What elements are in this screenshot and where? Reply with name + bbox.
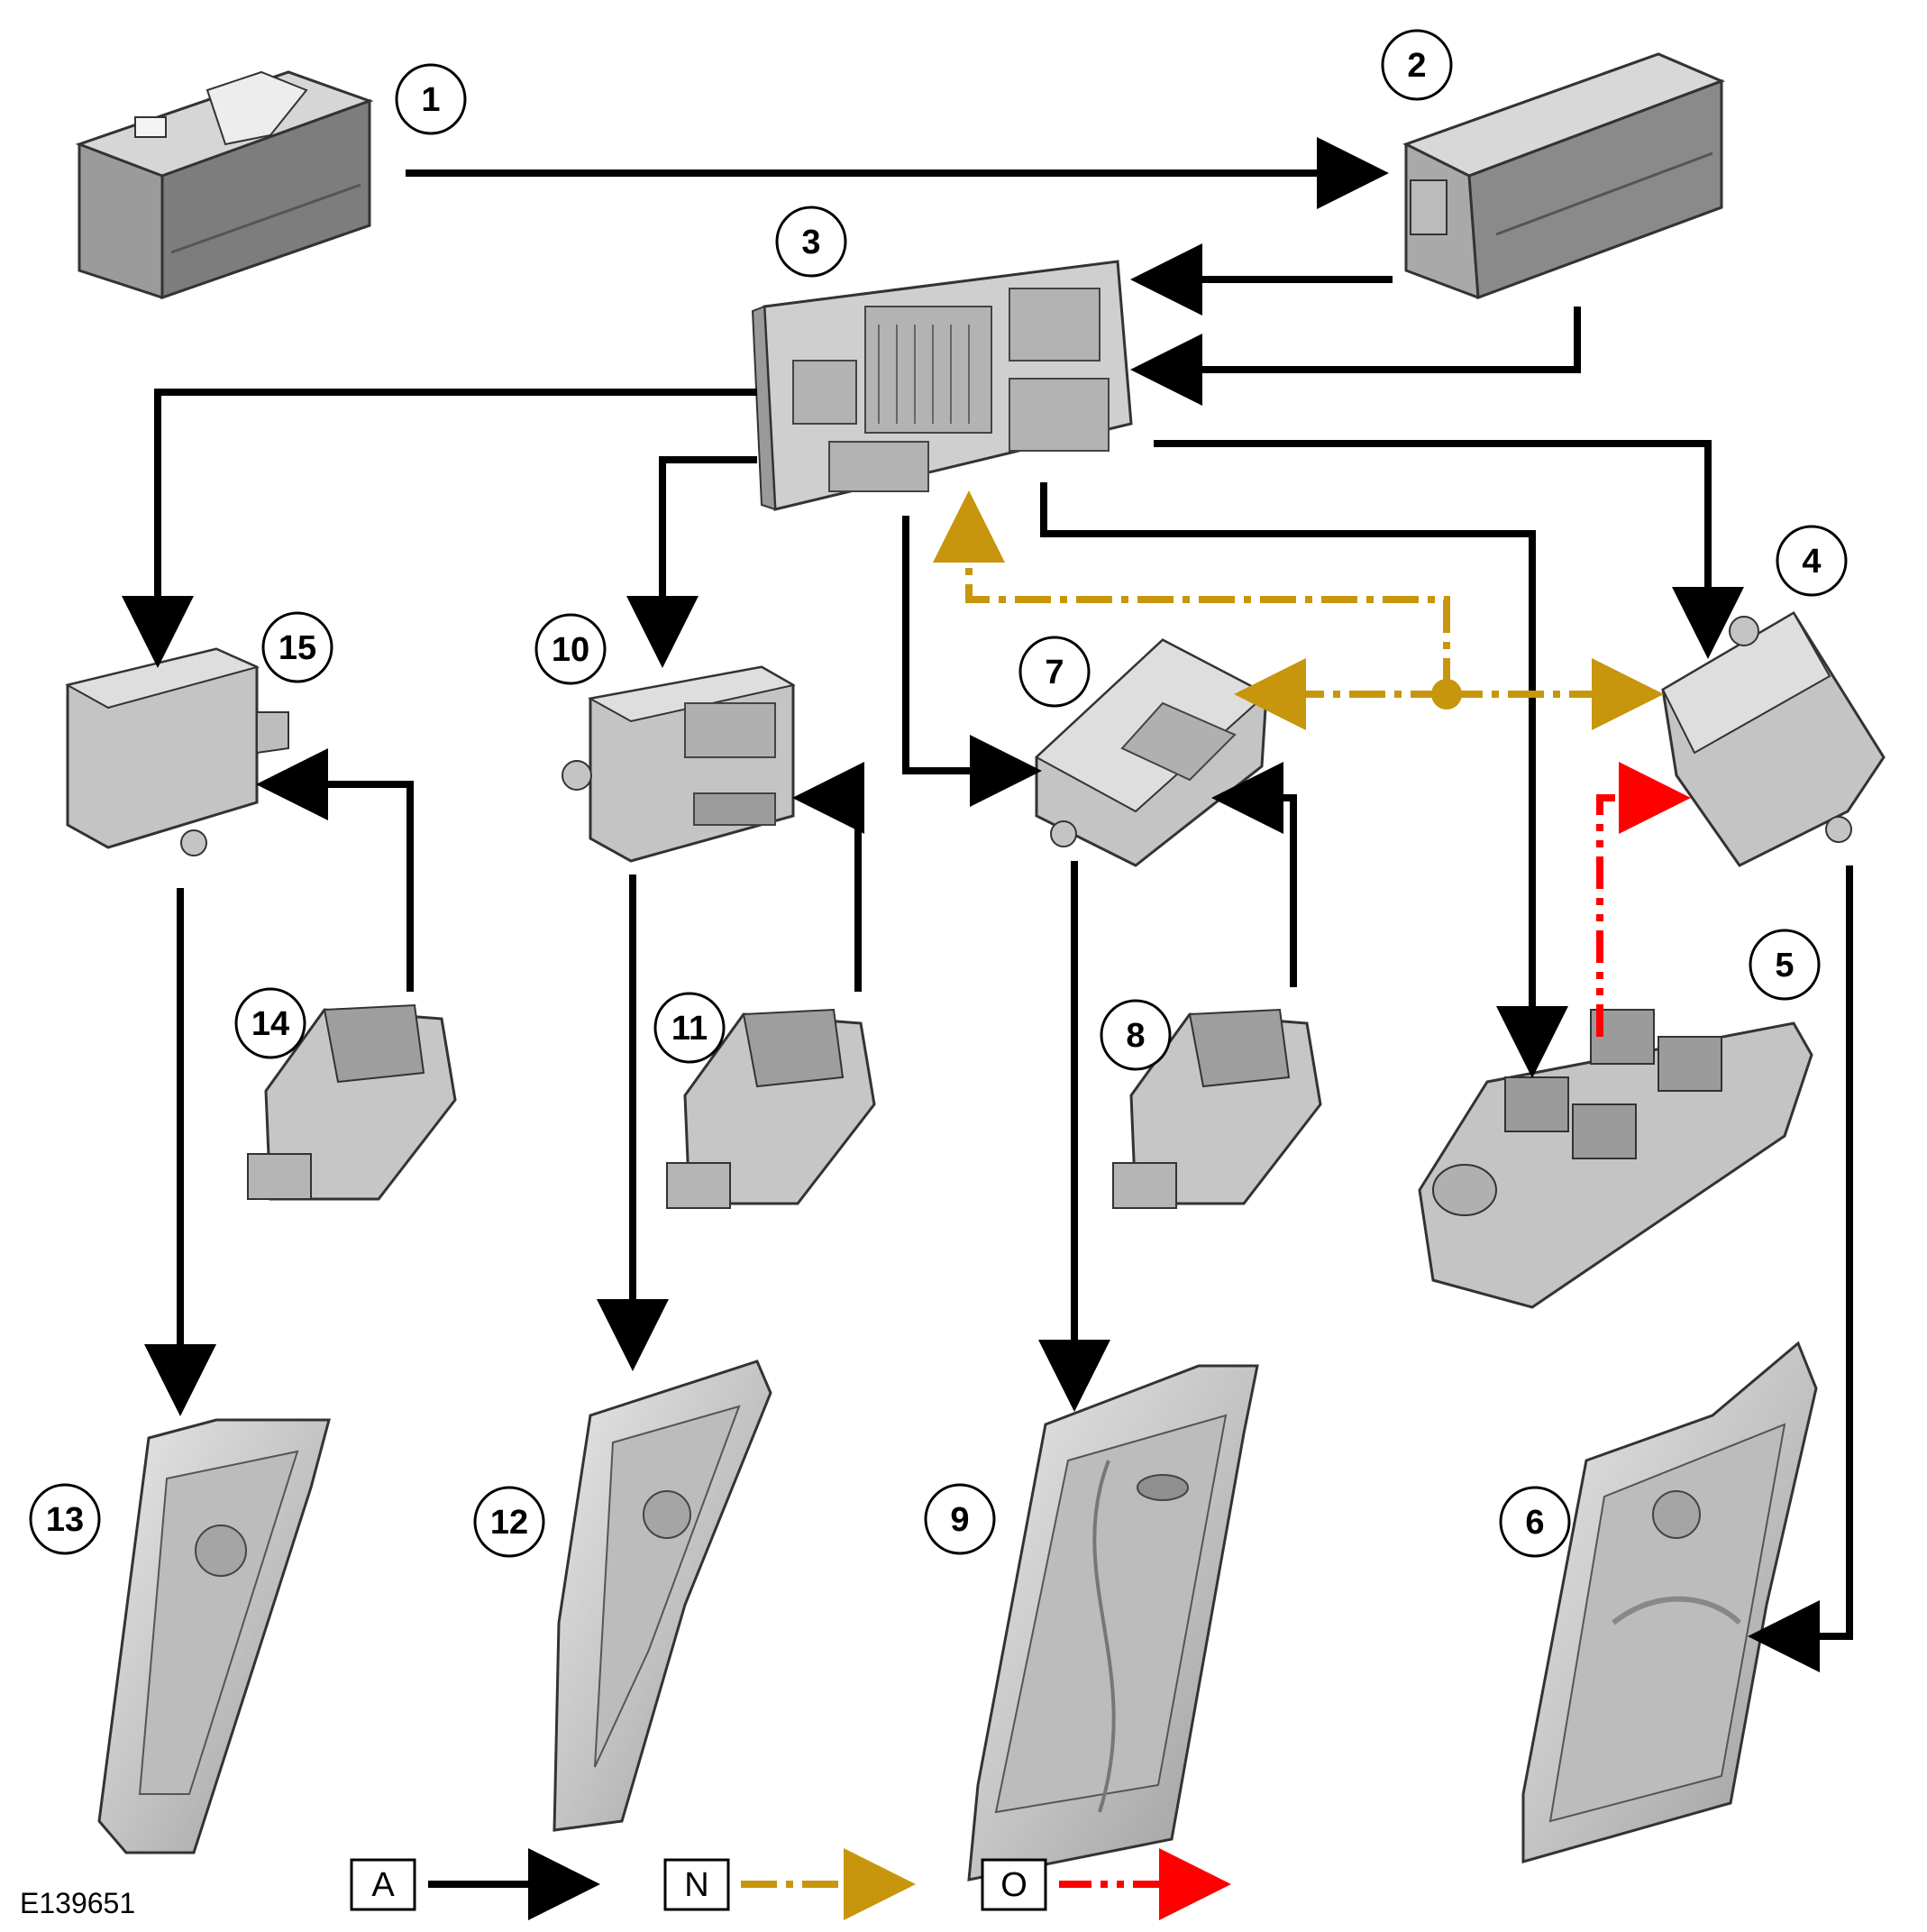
callout-circle bbox=[1749, 929, 1821, 1001]
link-n-bus-to-3 bbox=[933, 490, 1450, 694]
callout-circle bbox=[775, 206, 847, 278]
window-switch-icon bbox=[666, 1008, 876, 1209]
window-switch-icon bbox=[1112, 1008, 1322, 1209]
link-2-to-3-b bbox=[1130, 307, 1581, 406]
window-master-switch-icon bbox=[1418, 1009, 1813, 1309]
callout-4: 4 bbox=[1776, 525, 1848, 597]
callout-5: 5 bbox=[1749, 929, 1821, 1001]
callout-circle bbox=[234, 987, 306, 1059]
callout-7: 7 bbox=[1018, 636, 1091, 708]
callout-circle bbox=[534, 613, 607, 685]
callout-10: 10 bbox=[534, 613, 607, 685]
callout-circle bbox=[1499, 1486, 1571, 1558]
callout-number: 8 bbox=[1126, 1017, 1145, 1055]
window-regulator-icon bbox=[553, 1360, 772, 1832]
link-3-to-15 bbox=[122, 389, 757, 668]
callout-circle bbox=[261, 611, 333, 683]
door-module-icon bbox=[1035, 638, 1268, 867]
legend-item-o: O bbox=[981, 1848, 1231, 1920]
connections-o bbox=[1596, 762, 1691, 1037]
callout-circle bbox=[1776, 525, 1848, 597]
callout-6: 6 bbox=[1499, 1486, 1571, 1558]
legend-key-a: A bbox=[371, 1866, 395, 1904]
link-4-to-6 bbox=[1748, 865, 1853, 1672]
door-module-icon bbox=[1661, 610, 1886, 867]
power-distribution-box-icon bbox=[1402, 52, 1726, 300]
callout-number: 7 bbox=[1045, 654, 1064, 691]
callout-number: 5 bbox=[1775, 947, 1794, 984]
callout-number: 3 bbox=[801, 224, 820, 261]
callout-3: 3 bbox=[775, 206, 847, 278]
callout-circle bbox=[473, 1486, 545, 1558]
window-regulator-icon bbox=[97, 1418, 331, 1854]
connections-a bbox=[122, 137, 1853, 1672]
legend-key-n: N bbox=[684, 1866, 708, 1904]
callout-9: 9 bbox=[924, 1483, 996, 1555]
network-junction-dot bbox=[1431, 679, 1462, 710]
door-module-icon bbox=[562, 665, 796, 863]
door-module-icon bbox=[65, 647, 289, 856]
callout-number: 11 bbox=[671, 1010, 708, 1048]
callout-15: 15 bbox=[261, 611, 333, 683]
diagram-id: E139651 bbox=[20, 1887, 135, 1919]
callout-number: 2 bbox=[1407, 47, 1426, 85]
callout-circle bbox=[1381, 29, 1453, 101]
legend-item-a: A bbox=[350, 1848, 600, 1920]
callout-circle bbox=[395, 63, 467, 135]
callout-circle bbox=[924, 1483, 996, 1555]
legend-item-n: N bbox=[663, 1848, 916, 1920]
link-11-to-10 bbox=[792, 762, 864, 992]
link-14-to-15 bbox=[256, 748, 414, 992]
callout-circle bbox=[1100, 999, 1172, 1071]
callout-number: 6 bbox=[1525, 1504, 1544, 1542]
callout-12: 12 bbox=[473, 1486, 545, 1558]
link-5-to-4 bbox=[1596, 762, 1691, 1037]
callout-8: 8 bbox=[1100, 999, 1172, 1071]
callout-number: 4 bbox=[1802, 543, 1821, 581]
connections-n bbox=[933, 490, 1664, 730]
callout-1: 1 bbox=[395, 63, 467, 135]
callout-number: 12 bbox=[490, 1504, 528, 1542]
link-3-to-4 bbox=[1154, 440, 1744, 659]
callout-number: 10 bbox=[552, 631, 589, 669]
callout-2: 2 bbox=[1381, 29, 1453, 101]
legend: A N O bbox=[350, 1848, 1231, 1920]
central-junction-box-icon bbox=[751, 260, 1133, 511]
link-3-to-5 bbox=[1040, 482, 1568, 1078]
callout-number: 15 bbox=[279, 629, 316, 667]
callout-11: 11 bbox=[653, 992, 726, 1064]
callout-number: 13 bbox=[46, 1501, 84, 1539]
window-switch-icon bbox=[247, 1003, 457, 1201]
callout-number: 1 bbox=[421, 81, 440, 119]
callout-number: 9 bbox=[950, 1501, 969, 1539]
battery-icon bbox=[75, 70, 374, 300]
window-regulator-icon bbox=[967, 1364, 1259, 1882]
callout-number: 14 bbox=[251, 1005, 289, 1043]
callout-13: 13 bbox=[29, 1483, 101, 1555]
window-regulator-icon bbox=[1521, 1341, 1818, 1863]
callout-circle bbox=[653, 992, 726, 1064]
callout-circle bbox=[29, 1483, 101, 1555]
link-3-to-7 bbox=[902, 516, 1042, 807]
legend-key-o: O bbox=[1000, 1866, 1027, 1904]
callout-circle bbox=[1018, 636, 1091, 708]
link-3-to-10 bbox=[626, 456, 757, 668]
link-8-to-7 bbox=[1211, 762, 1297, 987]
callout-14: 14 bbox=[234, 987, 306, 1059]
